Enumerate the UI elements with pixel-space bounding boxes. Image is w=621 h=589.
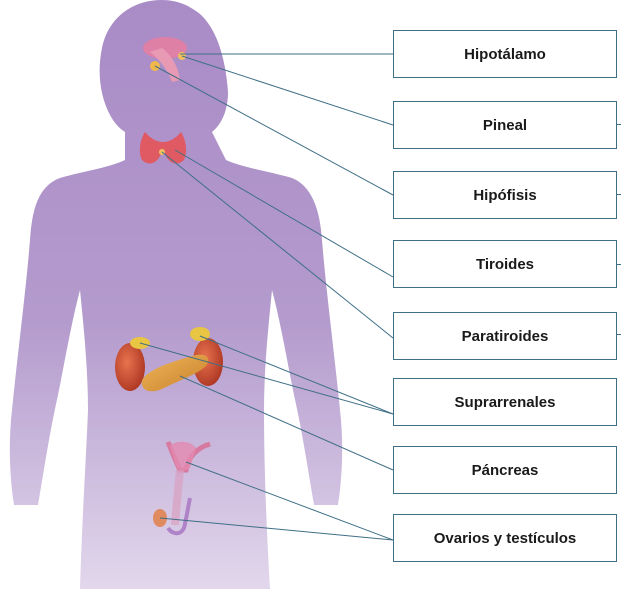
leader-lines — [139, 53, 394, 541]
label-pancreas: Páncreas — [393, 446, 617, 494]
body-shape — [9, 0, 343, 589]
left-kidney-shape — [115, 343, 145, 391]
label-pineal-text: Pineal — [482, 116, 528, 134]
label-suprarrenales-text: Suprarrenales — [454, 393, 556, 411]
leader-suprarrenales-1 — [139, 342, 394, 415]
label-pineal: Pineal — [393, 101, 617, 149]
edge-tick — [617, 334, 621, 335]
label-hipotalamo-text: Hipotálamo — [464, 45, 546, 63]
label-hipofisis-text: Hipófisis — [473, 186, 537, 204]
brain-stem-shape — [150, 48, 180, 82]
label-paratiroides: Paratiroides — [393, 312, 617, 360]
reproductive-duct-shape — [171, 469, 184, 526]
label-ovarios: Ovarios y testículos — [393, 514, 617, 562]
thyroid-shape — [139, 132, 187, 164]
leader-tiroides — [174, 149, 394, 278]
leader-pineal — [181, 55, 394, 126]
label-tiroides: Tiroides — [393, 240, 617, 288]
edge-tick — [617, 264, 621, 265]
leader-pancreas — [179, 375, 394, 471]
label-suprarrenales: Suprarrenales — [393, 378, 617, 426]
vas-shape — [166, 497, 192, 536]
human-silhouette — [9, 0, 343, 589]
leader-ovarios-1 — [185, 461, 394, 541]
label-tiroides-text: Tiroides — [475, 255, 535, 273]
label-ovarios-text: Ovarios y testículos — [433, 529, 577, 547]
label-hipotalamo: Hipotálamo — [393, 30, 617, 78]
label-paratiroides-text: Paratiroides — [461, 327, 549, 345]
leader-ovarios-2 — [159, 517, 394, 541]
pancreas-shape — [141, 354, 209, 392]
leader-hipofisis — [154, 65, 394, 196]
label-pancreas-text: Páncreas — [471, 461, 539, 479]
edge-tick — [617, 124, 621, 125]
leader-suprarrenales-2 — [199, 335, 394, 415]
leader-paratiroides — [161, 151, 394, 339]
label-hipofisis: Hipófisis — [393, 171, 617, 219]
edge-tick — [617, 194, 621, 195]
